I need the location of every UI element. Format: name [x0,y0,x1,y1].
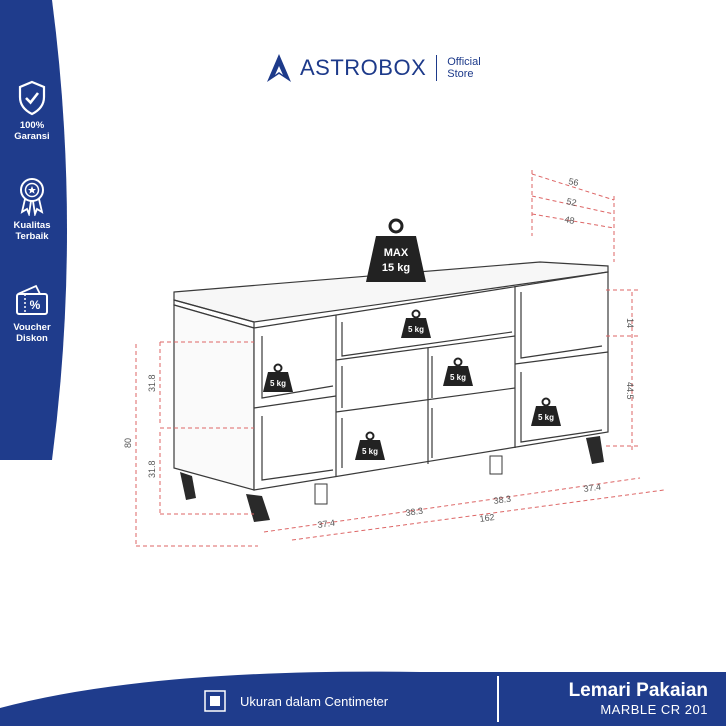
dim-depth-52: 52 [566,196,578,208]
footer-divider [497,676,499,722]
weight-label: 5 kg [538,413,554,422]
dim-width-right: 37.4 [583,482,602,494]
weight-icon [263,363,293,392]
dim-width-mid1: 38.3 [405,506,424,518]
footer-background [0,671,726,726]
quality-badge-icon [20,178,44,216]
sidebar-item-voucher: % Voucher Diskon [0,284,64,344]
weight-label: 5 kg [270,379,286,388]
brand-divider [436,55,438,81]
footer-note: Ukuran dalam Centimeter [204,690,388,712]
product-name: Lemari Pakaian [568,680,708,701]
sidebar-item-kualitas: Kualitas Terbaik [0,176,64,242]
product-model: MARBLE CR 201 [600,702,708,717]
sidebar-background [0,0,67,460]
weight-label: 5 kg [450,373,466,382]
weight-label: 5 kg [408,325,424,334]
dim-depth-56: 56 [568,176,580,188]
measurement-frame-icon [204,690,226,712]
weight-icon [531,397,561,426]
cabinet-outline [173,261,609,491]
dimension-lines [135,170,665,547]
dim-left-top: 31.8 [147,374,157,392]
weight-icon [443,357,473,386]
weight-label: 5 kg [362,447,378,456]
sidebar-item-label: Voucher Diskon [13,322,51,344]
dim-right-top: 14 [625,318,635,328]
footer-note-text: Ukuran dalam Centimeter [240,693,389,709]
cabinet-legs [180,436,604,522]
sidebar-item-garansi: 100% Garansi [0,80,64,142]
furniture-technical-drawing: 56 52 48 80 31.8 31.8 14 44.5 37.4 38.3 … [123,170,665,547]
dim-right-mid: 44.5 [625,382,635,400]
voucher-icon: % [16,284,48,315]
sidebar-item-label: Kualitas Terbaik [13,220,51,242]
footer-banner [0,668,726,726]
max-label: MAX [384,247,409,259]
brand-name: ASTROBOX [300,55,427,80]
max-weight-icon [366,218,426,282]
dim-depth-48: 48 [564,214,576,226]
brand-store-label: Official Store [447,56,481,80]
dim-width-mid2: 38.3 [493,494,512,506]
sidebar-item-label: 100% Garansi [14,120,50,142]
dim-left-bottom: 31.8 [147,460,157,478]
weight-icon [355,431,385,460]
brand-logo: ASTROBOX Official Store [266,48,481,88]
max-weight-value: 15 kg [382,262,410,274]
astrobox-logo-icon [267,54,291,82]
dim-height-80: 80 [123,438,133,448]
shield-check-icon [18,80,46,116]
product-title: Lemari Pakaian MARBLE CR 201 [569,680,708,718]
svg-text:%: % [30,298,41,312]
dim-width-left: 37.4 [317,518,336,530]
dim-width-total: 162 [479,512,495,524]
weight-icon [401,309,431,338]
